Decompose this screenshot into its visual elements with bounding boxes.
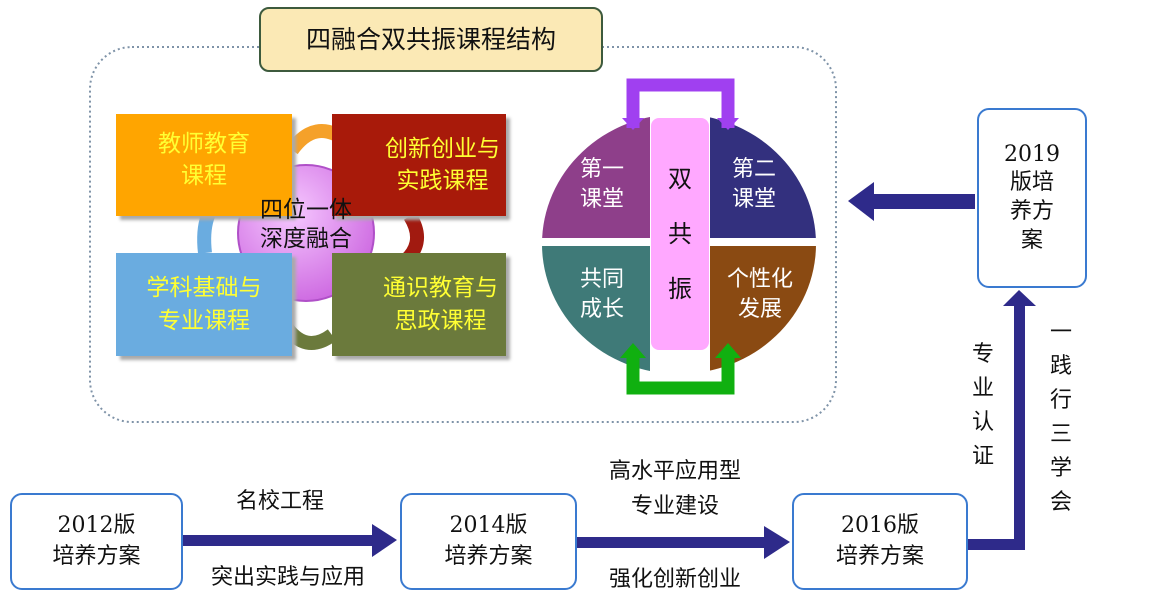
- label-high-level: 高水平应用型: [608, 459, 741, 484]
- version-2019: 2019 版培养方案: [977, 108, 1087, 288]
- version-line: 2016版: [840, 512, 919, 538]
- box-line: 思政课程: [394, 307, 487, 334]
- q-line: 发展: [737, 296, 782, 322]
- bottom-arrowhead-right: [715, 343, 741, 358]
- box-teacher-education: 教师教育课程: [116, 114, 292, 216]
- version-2016: 2016版培养方案: [792, 493, 968, 590]
- box-line: 课程: [181, 163, 227, 190]
- q-line: 共同: [579, 267, 624, 292]
- q-line: 课堂: [731, 186, 776, 212]
- q-line: 个性化: [726, 267, 793, 292]
- bottom-arrowhead-left: [620, 343, 646, 358]
- arrowhead: [764, 526, 790, 559]
- arrow-2016-2019-h: [968, 539, 1025, 550]
- label-major-construction: 专业建设: [630, 494, 719, 519]
- quadrant-first-classroom: 第一课堂: [562, 155, 642, 214]
- version-line: 2012版: [57, 512, 136, 538]
- center-line: 深度融合: [260, 225, 352, 252]
- label-innovation: 强化创新创业: [608, 567, 741, 592]
- box-line: 学科基础与: [146, 275, 262, 302]
- quadrant-common-growth: 共同成长: [562, 265, 642, 324]
- arrow-2012-2014: [183, 535, 373, 546]
- arrowhead: [372, 524, 397, 557]
- resonance-bar: [651, 118, 709, 350]
- version-line: 2014版: [449, 512, 528, 538]
- version-line: 版培: [1009, 170, 1054, 196]
- version-2014: 2014版培养方案: [400, 493, 577, 590]
- arrowhead: [848, 182, 874, 221]
- arrow-2014-2016: [577, 537, 765, 548]
- top-arrowhead-left: [622, 118, 644, 130]
- version-2012: 2012版培养方案: [10, 493, 183, 590]
- version-line: 培养方案: [835, 543, 924, 569]
- label-famous-school: 名校工程: [235, 489, 324, 514]
- top-loop-arrow: [626, 78, 735, 128]
- arrow-2016-2019-v: [1014, 305, 1025, 550]
- version-line: 培养方案: [52, 543, 141, 569]
- version-line: 养方: [1009, 199, 1054, 224]
- q-line: 成长: [579, 296, 624, 322]
- version-line: 2019: [1004, 141, 1060, 167]
- arrowhead: [1003, 290, 1036, 306]
- bottom-loop-arrow: [626, 355, 735, 395]
- arrow-2019-structure: [872, 194, 975, 209]
- box-innovation: 创新创业与实践课程: [332, 114, 506, 216]
- top-arrowhead-right: [717, 118, 739, 130]
- fusion-center-label: 四位一体深度融合: [238, 196, 374, 254]
- box-line: 实践课程: [396, 168, 489, 194]
- box-line: 教师教育: [158, 131, 250, 157]
- center-line: 四位一体: [260, 197, 352, 223]
- label-practice-application: 突出实践与应用: [210, 565, 365, 590]
- box-line: 创新创业与: [385, 135, 500, 162]
- box-line: 专业课程: [158, 307, 250, 334]
- box-line: 通识教育与: [383, 275, 498, 302]
- q-line: 第二: [731, 157, 776, 182]
- q-line: 第一: [579, 157, 624, 182]
- q-line: 课堂: [579, 186, 624, 212]
- quadrant-personal-development: 个性化发展: [712, 265, 808, 324]
- resonance-label: 双共振: [668, 165, 692, 304]
- version-line: 培养方案: [444, 543, 533, 569]
- version-line: 案: [1020, 227, 1043, 253]
- quadrant-second-classroom: 第二课堂: [714, 155, 794, 214]
- label-certification: 专业认证: [971, 342, 994, 470]
- label-one-practice-three: 一践行三学会: [1049, 320, 1072, 516]
- box-subject-basics: 学科基础与专业课程: [116, 253, 292, 356]
- box-general-education: 通识教育与思政课程: [332, 253, 506, 356]
- cycle-arrow-olive: [279, 320, 337, 350]
- structure-title: 四融合双共振课程结构: [259, 7, 603, 72]
